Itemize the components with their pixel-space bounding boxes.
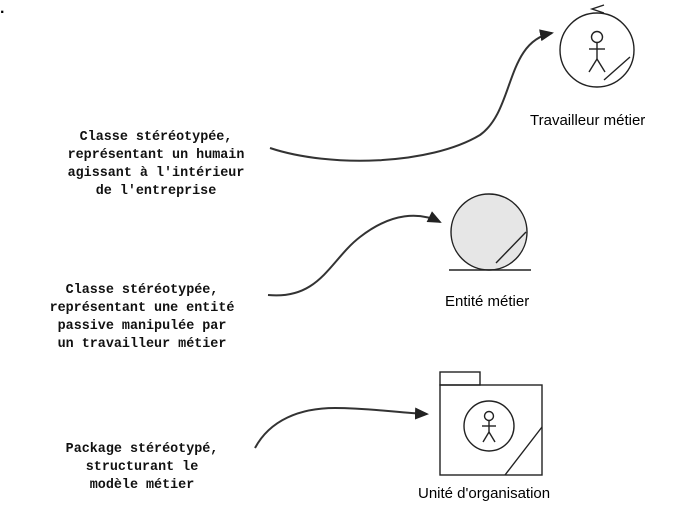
connector-entity — [267, 211, 442, 297]
note-worker-line-2: représentant un humain — [67, 148, 245, 163]
organization-unit-icon — [439, 371, 543, 476]
note-entity: Classe stéréotypée, représentant une ent… — [0, 282, 287, 354]
note-entity-line-3: passive manipulée par — [57, 319, 227, 334]
note-worker-line-1: Classe stéréotypée, — [79, 130, 233, 145]
note-entity-line-2: représentant une entité — [49, 301, 235, 316]
connector-worker — [269, 29, 554, 162]
note-worker-line-4: de l'entreprise — [95, 184, 217, 199]
stray-mark: . — [0, 0, 5, 17]
note-unit-line-1: Package stéréotypé, — [65, 442, 219, 457]
note-unit-line-2: structurant le — [85, 460, 199, 475]
note-worker-line-3: agissant à l'intérieur — [67, 166, 245, 181]
label-business-entity: Entité métier — [445, 293, 530, 310]
business-entity-icon — [449, 193, 531, 271]
note-entity-line-1: Classe stéréotypée, — [65, 283, 219, 298]
note-entity-line-4: un travailleur métier — [57, 337, 227, 352]
business-worker-icon — [559, 4, 635, 88]
note-unit-line-3: modèle métier — [89, 478, 195, 493]
label-business-worker: Travailleur métier — [530, 112, 646, 129]
note-unit: Package stéréotypé, structurant le modèl… — [0, 441, 287, 495]
note-worker: Classe stéréotypée, représentant un huma… — [11, 129, 301, 201]
connector-unit — [254, 406, 429, 449]
label-organization-unit: Unité d'organisation — [418, 485, 551, 502]
